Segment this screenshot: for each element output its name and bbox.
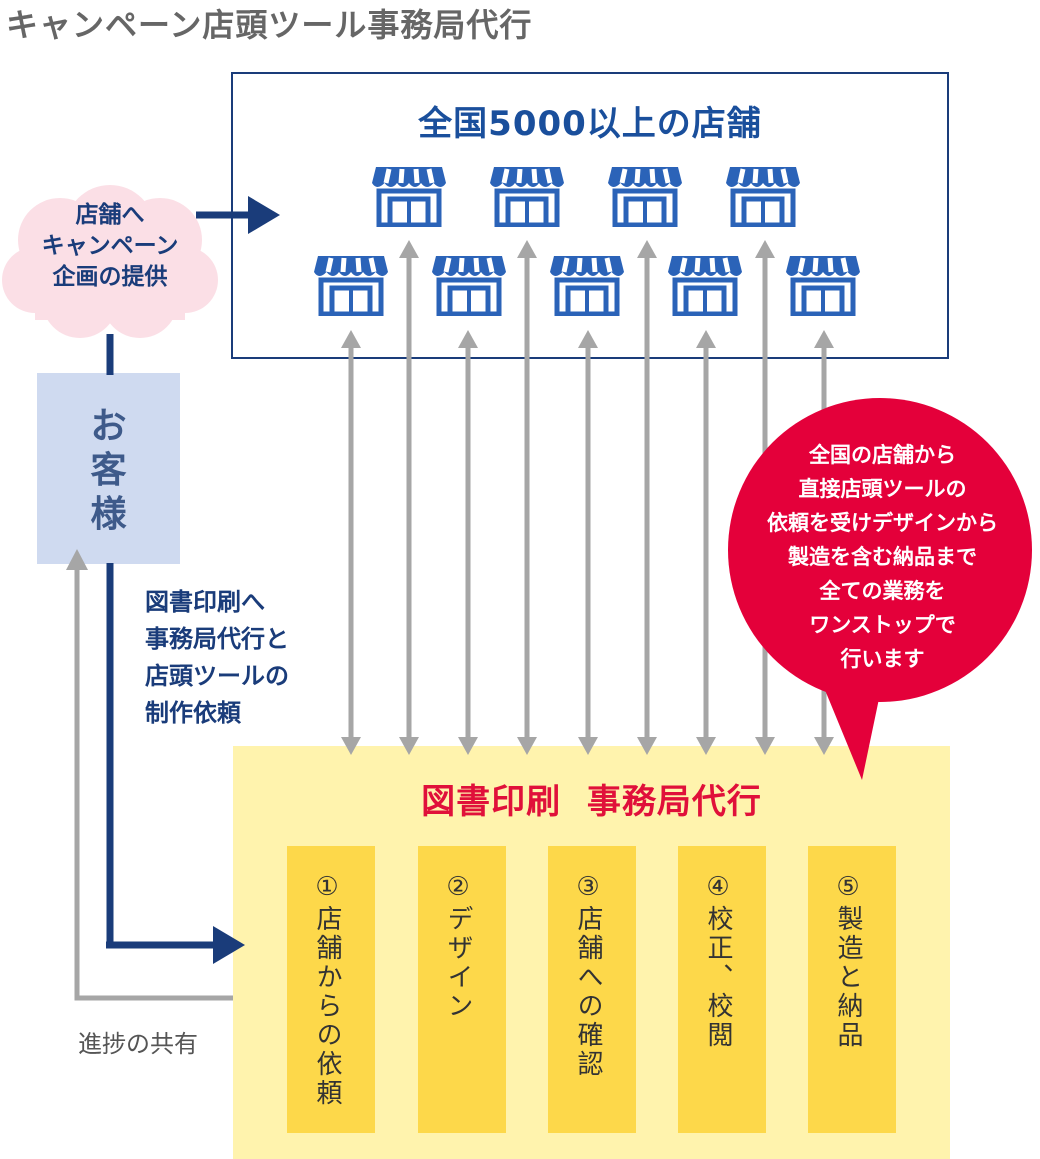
step-5: ⑤製造と納品 [808, 846, 896, 1133]
bubble-text: 全国の店舗から 直接店頭ツールの 依頼を受けデザインから 製造を含む納品まで 全… [735, 438, 1030, 676]
arrow-head-down [696, 737, 716, 755]
bubble-line: 行います [840, 647, 925, 671]
arrow-head-up [458, 330, 478, 348]
store-icon [726, 167, 800, 227]
request-line: 店頭ツールの [145, 662, 289, 690]
customer-box [37, 373, 180, 564]
store-icon [432, 256, 506, 316]
cloud-text: 店舗へ キャンペーン 企画の提供 [20, 200, 200, 293]
arrow-customer-to-office [106, 334, 245, 964]
store-icon [550, 256, 624, 316]
arrow-progress-share [66, 549, 233, 1001]
bubble-line: 全国の店舗から [809, 443, 956, 467]
bubble-line: 製造を含む納品まで [788, 545, 977, 569]
customer-label: お 客 様 [37, 405, 180, 537]
store-icon [314, 256, 388, 316]
arrow-head-up [814, 330, 834, 348]
arrow-head-down [637, 737, 657, 755]
arrow-head-down [399, 737, 419, 755]
bubble-line: 依頼を受けデザインから [767, 511, 998, 535]
customer-char: 様 [90, 494, 127, 535]
step-label: ①店舗からの依頼 [312, 872, 342, 1108]
store-icon [668, 256, 742, 316]
cloud-line: 企画の提供 [52, 264, 168, 290]
store-icon [786, 256, 860, 316]
cloud-line: キャンペーン [41, 233, 179, 259]
arrow-head-down [578, 737, 598, 755]
speech-bubble [728, 398, 1032, 780]
cloud-shape [2, 185, 218, 338]
arrow-head-up [696, 330, 716, 348]
store-icon [490, 167, 564, 227]
arrow-head-up [517, 240, 537, 258]
request-line: 事務局代行と [145, 625, 289, 653]
cloud-line: 店舗へ [75, 202, 145, 228]
bubble-line: 全ての業務を [819, 579, 946, 603]
arrow-head-up [637, 240, 657, 258]
step-3: ③店舗への確認 [548, 846, 636, 1133]
arrow-head-down [755, 737, 775, 755]
bubble-line: ワンストップで [809, 613, 956, 637]
progress-label: 進捗の共有 [78, 1030, 198, 1058]
office-title: 図書印刷 事務局代行 [421, 782, 762, 822]
customer-char: お [90, 406, 127, 447]
arrow-head-up [341, 330, 361, 348]
arrow-head-down [341, 737, 361, 755]
arrow-head-up [399, 240, 419, 258]
step-4: ④校正、校閲 [678, 846, 766, 1133]
step-label: ③店舗への確認 [573, 872, 603, 1079]
arrow-head-down [517, 737, 537, 755]
arrow-head-up [755, 240, 775, 258]
arrow-head-down [814, 737, 834, 755]
request-text: 図書印刷へ 事務局代行と 店頭ツールの 制作依頼 [145, 584, 289, 732]
page-title: キャンペーン店頭ツール事務局代行 [6, 6, 533, 44]
request-line: 制作依頼 [145, 699, 241, 727]
step-label: ②デザイン [443, 872, 473, 1021]
store-icon [372, 167, 446, 227]
step-label: ④校正、校閲 [703, 872, 733, 1050]
arrow-cloud-to-stores [196, 196, 280, 234]
step-1: ①店舗からの依頼 [287, 846, 375, 1133]
step-2: ②デザイン [418, 846, 506, 1133]
store-icon [608, 167, 682, 227]
step-label: ⑤製造と納品 [833, 872, 863, 1050]
arrow-head-up [578, 330, 598, 348]
arrow-head-down [458, 737, 478, 755]
request-line: 図書印刷へ [145, 588, 265, 616]
stores-title: 全国5000以上の店舗 [418, 104, 762, 144]
bubble-line: 直接店頭ツールの [798, 477, 967, 501]
store-office-arrows [341, 240, 834, 755]
customer-char: 客 [90, 450, 127, 491]
